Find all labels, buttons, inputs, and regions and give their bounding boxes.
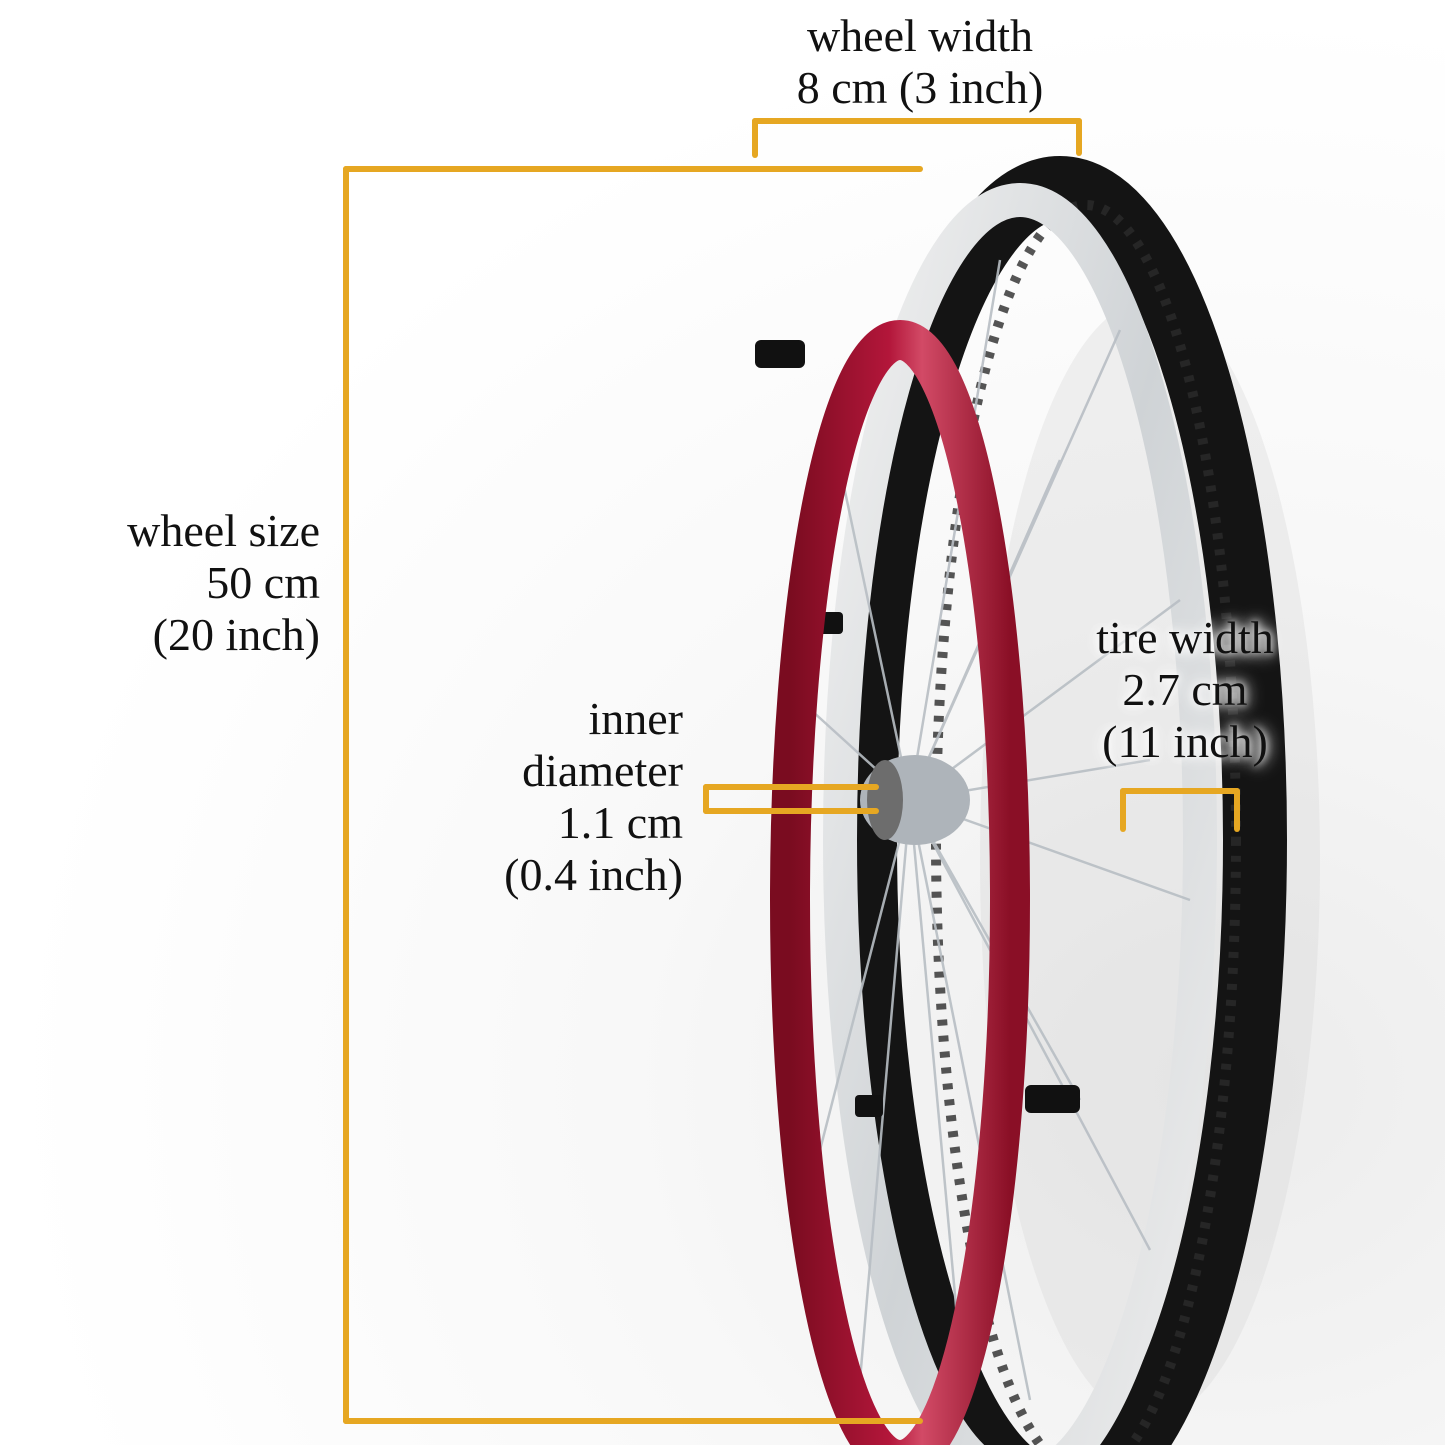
wheel-width-bracket-left [752,118,758,158]
wheel-size-title: wheel size [127,505,320,556]
handrim-standoffs [755,340,1080,1117]
handrim [770,320,1030,1445]
tire-width-title: tire width [1096,612,1274,663]
wheel-size-label: wheel size 50 cm (20 inch) [60,505,320,661]
tire-width-bracket-left [1120,788,1126,832]
wheel-width-value: 8 cm (3 inch) [796,62,1044,113]
tire-width-bracket-top [1120,788,1240,794]
wheel-width-bracket-top [752,118,1082,124]
tire-width-value-cm: 2.7 cm [1122,664,1248,715]
wheel-size-bracket-top [343,166,923,172]
wheel-size-value-inch: (20 inch) [152,609,320,660]
inner-diameter-bracket-side [703,784,709,814]
tire-tread [931,200,1241,1445]
wheel-width-title: wheel width [806,10,1034,61]
rim [823,183,1217,1445]
tire-width-bracket-right [1234,788,1240,832]
inner-diameter-bracket-bottom [703,808,879,814]
inner-diameter-title-2: diameter [522,745,683,796]
inner-diameter-value-inch: (0.4 inch) [504,849,683,900]
wheel-size-bracket-side [343,166,349,1424]
inner-diameter-label: inner diameter 1.1 cm (0.4 inch) [420,693,683,901]
tire [833,156,1287,1445]
wheel-size-bracket-bottom [343,1418,923,1424]
wheel-width-label: wheel width 8 cm (3 inch) [760,10,1080,114]
tire-width-label: tire width 2.7 cm (11 inch) [1070,612,1300,768]
axle-hole [867,760,903,840]
tire-width-value-inch: (11 inch) [1102,716,1268,767]
inner-diameter-title-1: inner [588,693,683,744]
wheel-width-bracket-right [1076,118,1082,156]
inner-diameter-value-cm: 1.1 cm [557,797,683,848]
inner-diameter-bracket-top [703,784,879,790]
wheel-size-value-cm: 50 cm [206,557,320,608]
